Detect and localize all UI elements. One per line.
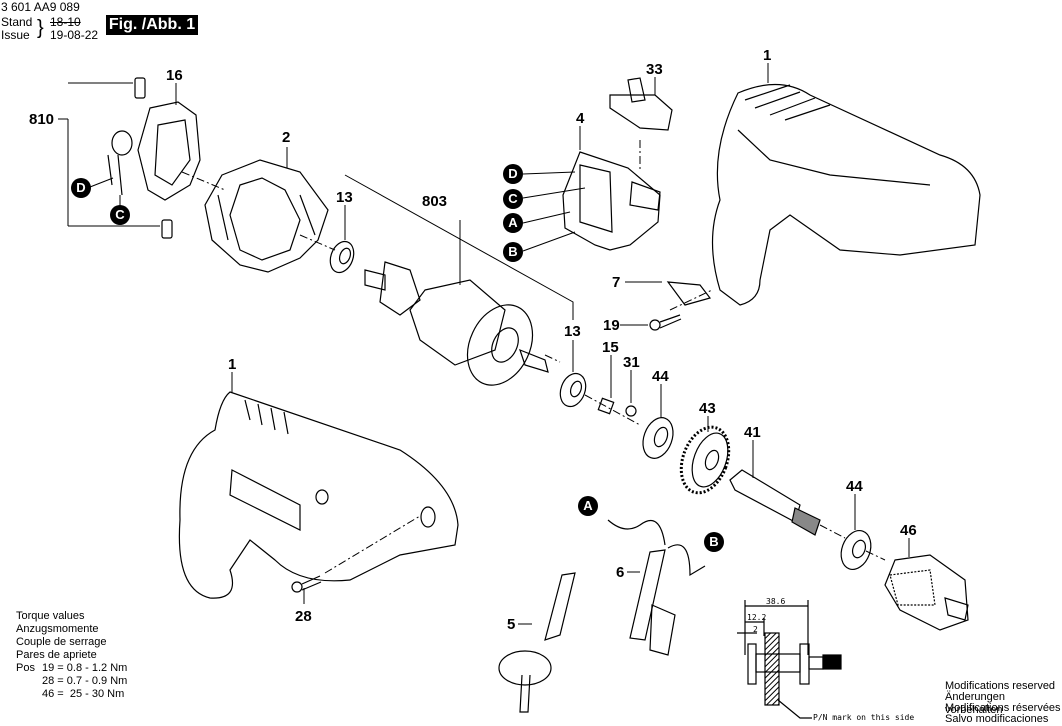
- callout-44-b: 44: [846, 478, 863, 495]
- callout-4: 4: [576, 110, 585, 127]
- housing-half-bottom-drawing: [178, 391, 459, 599]
- callout-13-b: 13: [564, 323, 581, 340]
- callout-44-a: 44: [652, 368, 669, 385]
- torque-title-de: Anzugsmomente: [16, 623, 99, 635]
- callout-41: 41: [744, 424, 761, 441]
- torque-pos-label: Pos: [16, 662, 35, 674]
- footer-fr: Modifications réservées: [945, 702, 1061, 714]
- leader-lines: [58, 63, 910, 625]
- callout-1-top: 1: [763, 47, 772, 64]
- connector-a-switch: A: [503, 213, 523, 233]
- torque-title-en: Torque values: [16, 610, 85, 622]
- torque-value: 0.8 - 1.2 Nm: [66, 662, 128, 674]
- footer-es: Salvo modificaciones: [945, 713, 1049, 725]
- callout-803: 803: [422, 193, 448, 210]
- detail-drawing: [737, 600, 842, 719]
- issue-date: 19-08-22: [50, 28, 99, 42]
- torque-title-fr: Couple de serrage: [16, 636, 107, 648]
- bearing-44-drawing: [642, 417, 674, 459]
- callout-16: 16: [166, 67, 183, 84]
- callout-1-bottom: 1: [228, 356, 237, 373]
- torque-pos: 28: [42, 675, 55, 687]
- brace: }: [37, 17, 44, 39]
- brush-holder-drawing: [107, 77, 201, 239]
- callout-7: 7: [612, 274, 621, 291]
- part-number: 3 601 AA9 089: [1, 0, 80, 14]
- footer-de: Änderungen vorbehalten: [945, 691, 1005, 716]
- connector-c-brush: C: [110, 205, 130, 225]
- callout-2: 2: [282, 129, 291, 146]
- switch-4-drawing: [562, 151, 661, 251]
- torque-pos: 19: [42, 662, 55, 674]
- callout-5: 5: [507, 616, 516, 633]
- torque-value: 25 - 30 Nm: [66, 688, 125, 700]
- gear-43-drawing: [679, 425, 731, 495]
- terminal-7-drawing: [666, 281, 712, 306]
- torque-row: 19 = 0.8 - 1.2 Nm: [42, 662, 128, 674]
- callout-810: 810: [29, 111, 55, 128]
- connector-a-cable: A: [578, 496, 598, 516]
- torque-title-es: Pares de apriete: [16, 649, 97, 661]
- callout-31: 31: [623, 354, 640, 371]
- part-5-drawing: [498, 572, 576, 713]
- figure-label: Fig. /Abb. 1: [106, 15, 198, 35]
- chuck-46-drawing: [884, 554, 969, 631]
- torque-value: 0.7 - 0.9 Nm: [66, 675, 128, 687]
- shaft-41-drawing: [729, 469, 821, 536]
- armature-drawing: [364, 261, 549, 386]
- footer-en: Modifications reserved: [945, 680, 1056, 692]
- bearing-13-drawing: [329, 240, 355, 274]
- callout-33: 33: [646, 61, 663, 78]
- torque-row: 28 = 0.7 - 0.9 Nm: [42, 675, 128, 687]
- housing-half-top-drawing: [711, 83, 981, 306]
- part-6-drawing: [607, 519, 706, 656]
- connector-d-brush: D: [71, 178, 91, 198]
- screw-28-drawing: [291, 575, 322, 593]
- torque-row: 46 = 25 - 30 Nm: [42, 688, 125, 700]
- dim-total: 38.6: [766, 597, 786, 606]
- stand-label: Stand: [1, 15, 33, 29]
- connector-c-switch: C: [503, 189, 523, 209]
- callout-46: 46: [900, 522, 917, 539]
- callout-6: 6: [616, 564, 625, 581]
- field-coil-drawing: [204, 159, 329, 273]
- torque-pos: 46: [42, 688, 55, 700]
- issue-label: Issue: [1, 28, 30, 42]
- old-date: 18-10: [50, 15, 81, 29]
- callout-13-a: 13: [336, 189, 353, 206]
- dim-mid: 12.2: [747, 613, 767, 622]
- connector-b-cable: B: [704, 532, 724, 552]
- callout-43: 43: [699, 400, 716, 417]
- callout-19: 19: [603, 317, 620, 334]
- connector-b-switch: B: [503, 242, 523, 262]
- ball-31-drawing: [625, 405, 637, 417]
- bearing-13b-drawing: [559, 372, 587, 408]
- callout-15: 15: [602, 339, 619, 356]
- connector-d-switch: D: [503, 164, 523, 184]
- callout-28: 28: [295, 608, 312, 625]
- pn-mark-note: P/N mark on this side: [813, 713, 915, 722]
- slide-button-33-drawing: [609, 77, 673, 131]
- bearing-44b-drawing: [840, 530, 872, 570]
- dim-small: 2: [753, 625, 758, 634]
- screw-19-drawing: [649, 314, 682, 331]
- key-15-drawing: [597, 397, 615, 415]
